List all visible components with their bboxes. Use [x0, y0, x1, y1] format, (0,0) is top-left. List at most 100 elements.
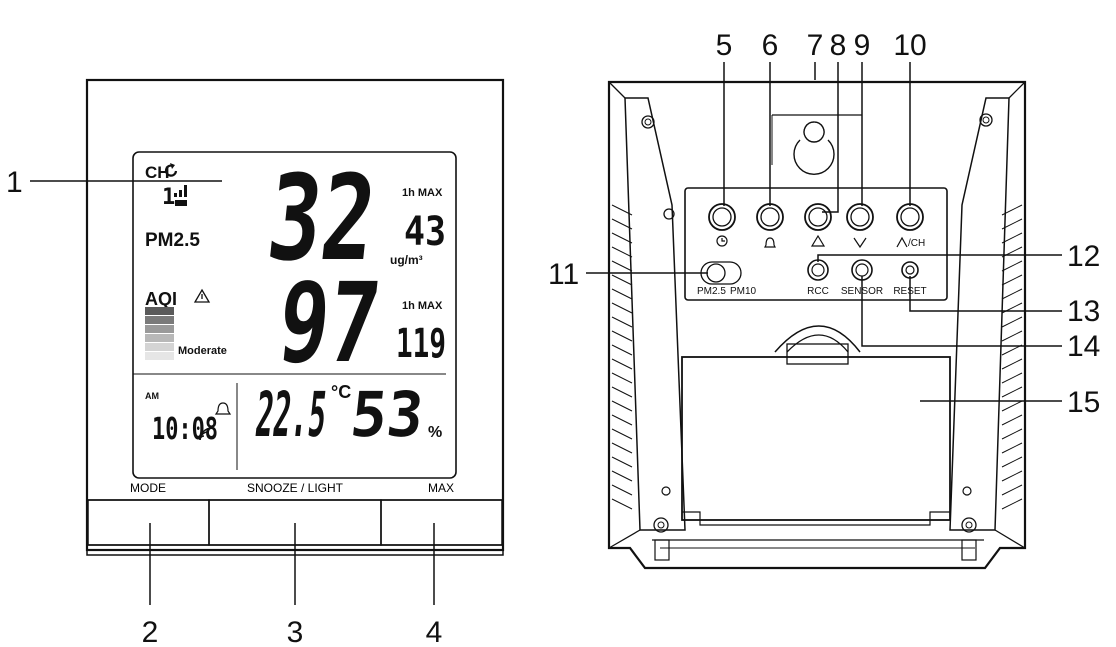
switch-pm25-label: PM2.5 [697, 286, 726, 297]
hang-hole [793, 121, 835, 175]
callout-8: 8 [830, 29, 847, 62]
callout-3: 3 [287, 616, 304, 647]
hatch-line [1001, 204, 1023, 216]
rcc-button[interactable] [807, 259, 829, 281]
hatch-line [611, 456, 633, 468]
hatch-line [611, 414, 633, 426]
screw-top-right [979, 113, 993, 127]
refresh-arrow-icon [170, 163, 175, 169]
hatch-line [611, 232, 633, 244]
max-button[interactable] [380, 499, 503, 546]
lcd-screen [132, 151, 457, 479]
hatch-line [1001, 456, 1023, 468]
hatch-line [611, 330, 633, 342]
hatch-line [611, 428, 633, 440]
lcd-contents: CH 1 PM2.5 32 1h MAX 43 ug/m³ AQI Modera… [145, 149, 446, 451]
down-arrow-icon [853, 237, 867, 249]
am-label: AM [145, 391, 159, 401]
callout-11: 11 [548, 258, 579, 291]
hatch-line [611, 400, 633, 412]
screw-bottom-left [653, 517, 669, 533]
unit-label: ug/m³ [390, 253, 423, 267]
mode-button[interactable] [87, 499, 210, 546]
screw-top-left [641, 115, 655, 129]
back-panel-icons [716, 234, 908, 249]
rcc-label: RCC [807, 286, 829, 297]
hatch-line [611, 386, 633, 398]
hatch-line [1001, 372, 1023, 384]
down-button[interactable] [846, 203, 874, 231]
radio-signal-icon [199, 427, 213, 441]
clock-button[interactable] [708, 203, 736, 231]
callout-4: 4 [426, 616, 443, 647]
channel-label: CH [145, 163, 170, 182]
hatch-line [1001, 414, 1023, 426]
battery-icon [175, 200, 187, 206]
mode-label: MODE [130, 481, 166, 495]
clock-time: 10:08 [152, 412, 218, 447]
callout-9: 9 [854, 29, 871, 62]
hatch-line [611, 218, 633, 230]
hatch-line [611, 344, 633, 356]
hatch-line [1001, 400, 1023, 412]
hatch-line [611, 274, 633, 286]
hatch-line [1001, 232, 1023, 244]
battery-cover-latch[interactable] [774, 325, 861, 353]
hatch-line [1001, 260, 1023, 272]
hatch-line [1001, 274, 1023, 286]
humidity-value: 53 [347, 378, 427, 451]
callout-15: 15 [1067, 386, 1100, 419]
back-view [607, 80, 1027, 570]
hatch-line [611, 302, 633, 314]
hatch-line [611, 442, 633, 454]
pm-value: 32 [262, 149, 382, 287]
channel-label-back: /CH [908, 238, 925, 249]
hatch-line [1001, 428, 1023, 440]
hatch-line [1001, 442, 1023, 454]
hatch-line [1001, 288, 1023, 300]
warning-icon [193, 288, 211, 303]
aqi-scale-swatch [145, 343, 174, 351]
temperature-unit: °C [331, 382, 351, 402]
back-housing [607, 80, 1027, 570]
reset-button[interactable] [901, 261, 919, 279]
alert-icon [810, 234, 826, 247]
aqi-scale-swatch [145, 307, 174, 315]
pm-max-value: 43 [404, 209, 446, 255]
callout-2: 2 [142, 616, 159, 647]
hatch-line [611, 246, 633, 258]
max-label: MAX [428, 481, 454, 495]
aqi-scale-swatch [145, 325, 174, 333]
screw-bottom-right [961, 517, 977, 533]
battery-cover[interactable] [681, 356, 951, 521]
channel-number: 1 [162, 185, 175, 210]
signal-icon [174, 185, 187, 197]
front-leader-lines [30, 180, 435, 605]
side-hatching [611, 204, 1023, 510]
callout-1: 1 [6, 166, 23, 199]
hatch-line [1001, 330, 1023, 342]
hatch-line [611, 316, 633, 328]
hatch-line [1001, 218, 1023, 230]
aqi-value: 97 [273, 260, 386, 388]
aqi-max-label: 1h MAX [402, 300, 443, 312]
callout-10: 10 [893, 29, 926, 62]
hatch-line [611, 372, 633, 384]
refresh-icon [164, 164, 178, 177]
back-leader-lines [586, 62, 1062, 402]
hatch-line [1001, 484, 1023, 496]
hatch-line [611, 470, 633, 482]
callout-5: 5 [716, 29, 733, 62]
aqi-label: AQI [145, 289, 177, 309]
callout-13: 13 [1067, 295, 1100, 328]
hatch-line [1001, 470, 1023, 482]
alert-button[interactable] [804, 203, 832, 231]
aqi-scale-swatch [145, 316, 174, 324]
aqi-color-scale [145, 307, 174, 360]
humidity-unit: % [428, 424, 442, 441]
aqi-max-value: 119 [396, 321, 446, 367]
hatch-line [611, 498, 633, 510]
pm-max-label: 1h MAX [402, 187, 443, 199]
bell-icon [214, 402, 232, 415]
